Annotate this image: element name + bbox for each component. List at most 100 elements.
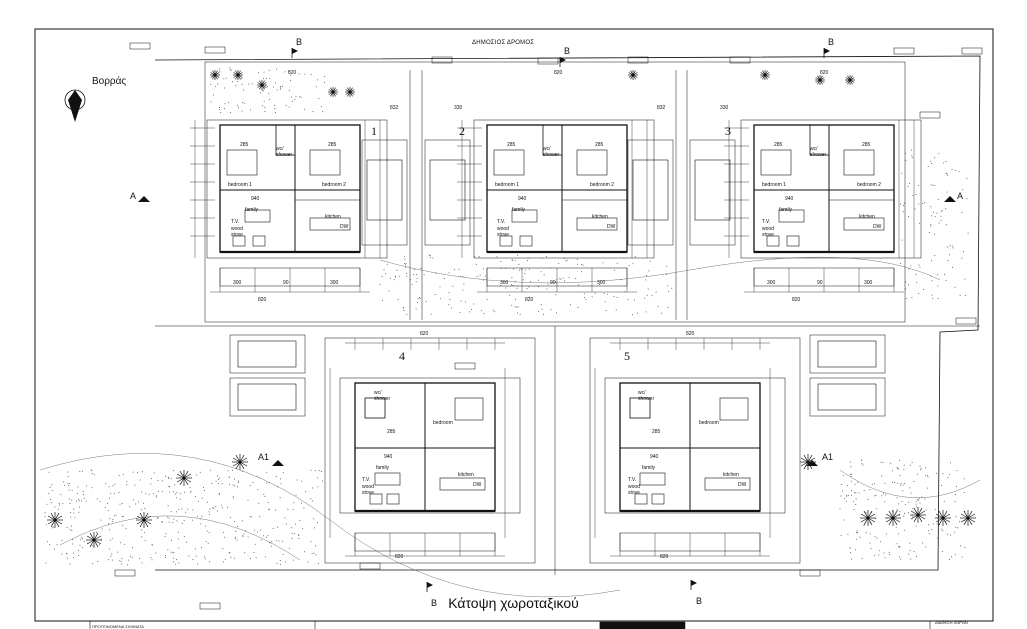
landscape-stipple bbox=[265, 482, 267, 484]
landscape-stipple bbox=[282, 553, 284, 555]
section-marker-a: A bbox=[130, 191, 137, 201]
landscape-stipple bbox=[105, 483, 107, 485]
dimension-text: 820 bbox=[660, 554, 669, 560]
landscape-stipple bbox=[208, 511, 210, 513]
landscape-stipple bbox=[164, 536, 166, 538]
landscape-stipple bbox=[870, 547, 872, 549]
landscape-stipple bbox=[511, 304, 513, 306]
landscape-stipple bbox=[417, 302, 418, 304]
landscape-stipple bbox=[924, 498, 926, 500]
landscape-stipple bbox=[203, 490, 205, 491]
landscape-stipple bbox=[318, 98, 320, 99]
landscape-stipple bbox=[241, 102, 243, 103]
landscape-stipple bbox=[575, 278, 577, 279]
title-block-right: ΔΙΑΘΕΣΗ ΧΩΡΩΝ bbox=[935, 620, 968, 625]
landscape-stipple bbox=[174, 484, 176, 486]
landscape-stipple bbox=[599, 284, 601, 285]
landscape-stipple bbox=[157, 490, 159, 492]
landscape-stipple bbox=[111, 559, 113, 561]
dimension-text: 820 bbox=[395, 554, 404, 560]
landscape-stipple bbox=[480, 310, 482, 312]
dimension-text: 90 bbox=[550, 280, 556, 286]
landscape-stipple bbox=[236, 539, 238, 541]
landscape-stipple bbox=[221, 483, 223, 485]
upper-terrace bbox=[204, 61, 906, 323]
landscape-stipple bbox=[169, 485, 171, 487]
landscape-stipple bbox=[434, 294, 436, 295]
landscape-stipple bbox=[856, 531, 858, 533]
landscape-stipple bbox=[317, 79, 319, 81]
landscape-stipple bbox=[604, 301, 606, 303]
landscape-stipple bbox=[925, 474, 927, 476]
landscape-stipple bbox=[845, 500, 847, 502]
landscape-stipple bbox=[168, 517, 170, 519]
unit-5-armchair bbox=[634, 493, 648, 505]
dimension-text: 90 bbox=[817, 280, 823, 286]
landscape-stipple bbox=[310, 469, 312, 471]
landscape-stipple bbox=[627, 299, 629, 301]
landscape-stipple bbox=[861, 463, 863, 465]
landscape-stipple bbox=[49, 498, 51, 500]
parked-car bbox=[429, 159, 466, 221]
landscape-stipple bbox=[899, 546, 901, 548]
landscape-stipple bbox=[54, 506, 56, 508]
landscape-stipple bbox=[264, 111, 266, 112]
landscape-stipple bbox=[891, 470, 893, 472]
landscape-stipple bbox=[316, 477, 318, 479]
landscape-stipple bbox=[134, 484, 136, 486]
landscape-stipple bbox=[69, 503, 71, 504]
landscape-stipple bbox=[304, 73, 306, 75]
landscape-stipple bbox=[201, 546, 202, 548]
landscape-stipple bbox=[483, 268, 484, 270]
landscape-stipple bbox=[850, 473, 852, 475]
dimension-text: 820 bbox=[258, 297, 267, 303]
landscape-stipple bbox=[284, 71, 286, 73]
section-flag bbox=[427, 582, 433, 588]
landscape-stipple bbox=[645, 311, 647, 313]
landscape-stipple bbox=[892, 481, 894, 483]
landscape-stipple bbox=[291, 96, 293, 98]
landscape-stipple bbox=[537, 279, 539, 281]
unit-5-bed bbox=[719, 397, 749, 421]
room-label-family: family bbox=[642, 465, 656, 471]
landscape-stipple bbox=[64, 484, 66, 486]
landscape-stipple bbox=[296, 479, 298, 481]
landscape-stipple bbox=[950, 462, 952, 464]
landscape-stipple bbox=[132, 547, 133, 549]
landscape-stipple bbox=[897, 482, 899, 484]
landscape-stipple bbox=[911, 297, 913, 299]
landscape-stipple bbox=[206, 501, 208, 503]
landscape-stipple bbox=[225, 77, 227, 79]
landscape-stipple bbox=[853, 509, 855, 511]
landscape-stipple bbox=[78, 499, 80, 500]
landscape-stipple bbox=[644, 297, 646, 299]
landscape-stipple bbox=[915, 503, 917, 505]
landscape-stipple bbox=[851, 490, 852, 491]
landscape-stipple bbox=[850, 475, 852, 477]
landscape-stipple bbox=[172, 552, 174, 554]
landscape-stipple bbox=[199, 518, 201, 520]
landscape-stipple bbox=[271, 540, 273, 542]
landscape-stipple bbox=[843, 519, 845, 521]
landscape-stipple bbox=[897, 510, 899, 512]
landscape-stipple bbox=[945, 520, 947, 522]
landscape-stipple bbox=[944, 273, 945, 275]
landscape-stipple bbox=[927, 165, 929, 167]
landscape-stipple bbox=[213, 507, 215, 509]
landscape-stipple bbox=[269, 78, 271, 80]
landscape-stipple bbox=[218, 107, 220, 109]
landscape-stipple bbox=[45, 524, 47, 526]
landscape-stipple bbox=[212, 507, 214, 509]
landscape-stipple bbox=[961, 211, 963, 213]
landscape-stipple bbox=[922, 542, 924, 544]
landscape-stipple bbox=[76, 492, 78, 494]
landscape-stipple bbox=[223, 108, 225, 109]
landscape-stipple bbox=[850, 461, 852, 463]
landscape-stipple bbox=[260, 529, 262, 531]
landscape-stipple bbox=[527, 257, 529, 259]
landscape-stipple bbox=[937, 199, 939, 201]
landscape-stipple bbox=[279, 497, 281, 499]
landscape-stipple bbox=[238, 482, 240, 484]
landscape-stipple bbox=[911, 155, 913, 157]
landscape-stipple bbox=[281, 85, 283, 87]
